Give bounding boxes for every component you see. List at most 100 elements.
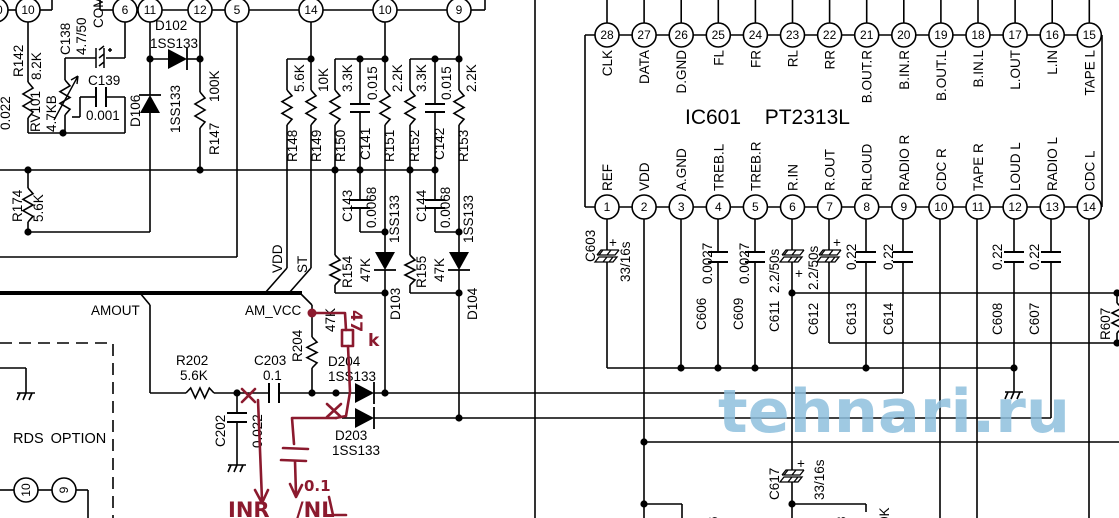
electrolytic-capacitor-c612 xyxy=(815,249,842,263)
ic-pin-9 xyxy=(890,194,917,220)
ic-pin-4 xyxy=(705,194,732,220)
rds-option-label: RDS OPTION xyxy=(13,431,106,447)
ic-pin-16 xyxy=(1039,22,1065,48)
vdd-net-label: VDD xyxy=(270,244,285,273)
ic-pin-4-number: 4 xyxy=(715,200,722,214)
ground-icon xyxy=(16,392,35,401)
ic-pin-12-number: 12 xyxy=(1008,200,1022,214)
c609-ref: C609 xyxy=(731,298,746,330)
ic-pin-19 xyxy=(928,22,954,48)
ic-pin-5 xyxy=(742,194,769,220)
rv101-wiper-arrow-icon xyxy=(53,75,79,121)
handwritten-stroke xyxy=(290,416,338,446)
junction-dot xyxy=(788,289,796,297)
c609-value: 0.0027 xyxy=(737,243,752,284)
junction-dot xyxy=(59,129,67,137)
diode-d203 xyxy=(355,408,374,428)
diode-d104 xyxy=(449,252,469,270)
connector-pin-number: 11 xyxy=(144,3,157,17)
ic-pin-label: DATA xyxy=(637,50,652,84)
electrolytic-capacitor-c603 xyxy=(593,249,620,263)
d204-ref: D204 xyxy=(328,354,361,369)
rds-connector-pin xyxy=(13,477,39,503)
cut-off-label: 0K xyxy=(877,507,892,518)
d106-value: 1SS133 xyxy=(168,85,183,133)
cut-off-label: 3 xyxy=(834,516,849,518)
ic-pin-label: CLK xyxy=(600,50,615,76)
ic-pin-7-number: 7 xyxy=(826,200,833,214)
ground-icon xyxy=(227,464,246,473)
r154-value: 47K xyxy=(358,258,373,282)
ic-pin-label: CDC R xyxy=(934,148,949,191)
r155-value: 47K xyxy=(432,258,447,282)
handwritten-cap-value: 0.1 xyxy=(304,477,331,495)
ic-pin-27-number: 27 xyxy=(637,28,651,42)
ic-pin-label: TREB.L xyxy=(711,143,726,191)
c139-value: 0.001 xyxy=(86,108,120,123)
ic-pin-15 xyxy=(1076,22,1103,48)
d203-ref: D203 xyxy=(335,428,367,443)
am-vcc-net-label: AM_VCC xyxy=(245,303,302,318)
c612-value: 2.2/50s xyxy=(806,245,821,290)
c612-ref: C612 xyxy=(806,303,821,335)
handwritten-stroke xyxy=(288,459,304,499)
diode-d102 xyxy=(168,49,187,69)
r150-value: 3.3K xyxy=(340,64,355,92)
ic-pin-8 xyxy=(853,194,880,220)
ic-pin-label: REF xyxy=(600,164,615,191)
junction-dot xyxy=(196,55,204,63)
ic-pin-14-number: 14 xyxy=(1083,200,1097,214)
junction-dot xyxy=(1113,289,1119,297)
ic-pin-27 xyxy=(631,22,657,48)
ic-pin-26-number: 26 xyxy=(675,28,689,42)
d204-value: 1SS133 xyxy=(328,369,376,384)
junction-dot xyxy=(714,364,722,372)
junction-dot xyxy=(356,166,364,174)
junction-dot xyxy=(307,55,315,63)
ic-pin-1 xyxy=(594,194,620,220)
resistor-r607 xyxy=(1110,302,1119,334)
electrolytic-capacitor-c138 xyxy=(95,45,112,68)
ic-pin-20 xyxy=(890,22,917,48)
c617-value: 33/16s xyxy=(812,459,827,500)
junction-dot xyxy=(233,389,241,397)
r148-ref: R148 xyxy=(285,130,300,162)
r151-value: 2.2K xyxy=(390,64,405,92)
ic-pin-label: L.OUT xyxy=(1008,50,1023,90)
handwritten-inr-label: INR xyxy=(228,498,270,518)
ic-pin-22-number: 22 xyxy=(823,28,837,42)
junction-dot xyxy=(331,166,339,174)
connector-pin-number: 14 xyxy=(304,3,318,17)
c142-value: 0.015 xyxy=(439,66,454,100)
junction-dot xyxy=(332,389,340,397)
c143-value: 0.0068 xyxy=(364,187,379,228)
resistor-r148 xyxy=(280,89,294,126)
ic-pin-label: FR xyxy=(748,50,763,68)
ic-pin-1-number: 1 xyxy=(604,200,611,214)
r152-value: 3.3K xyxy=(414,64,429,92)
c617-ref: C617 xyxy=(767,468,782,500)
ic-pin-3 xyxy=(668,194,695,220)
ic-pin-25 xyxy=(705,22,732,48)
c138-value: 4.7/50 xyxy=(74,17,89,55)
handwritten-stroke xyxy=(325,402,343,419)
ic-pin-label: D.GND xyxy=(674,50,689,94)
ic-pin-17-number: 17 xyxy=(1008,28,1022,42)
ic-pin-7 xyxy=(816,194,843,220)
c606-value: 0.0027 xyxy=(700,243,715,284)
ic-pin-label: TREB.R xyxy=(748,141,763,191)
resistor-r152 xyxy=(403,89,417,126)
diode-d106 xyxy=(140,95,160,113)
junction-dot xyxy=(308,389,316,397)
ic-pin-3-number: 3 xyxy=(678,200,685,214)
c141-value: 0.015 xyxy=(365,66,380,100)
rds-connector-pin-number: 9 xyxy=(57,486,71,493)
amout-net-label: AMOUT xyxy=(91,303,140,318)
wire xyxy=(288,267,312,294)
d203-value: 1SS133 xyxy=(332,443,380,458)
junction-dot xyxy=(146,55,154,63)
watermark: tehnari.ru xyxy=(718,377,1070,447)
c611-polarity: + xyxy=(795,266,803,281)
handwritten-resistor-value: 47 xyxy=(347,310,366,332)
c607-ref: C607 xyxy=(1027,303,1042,335)
